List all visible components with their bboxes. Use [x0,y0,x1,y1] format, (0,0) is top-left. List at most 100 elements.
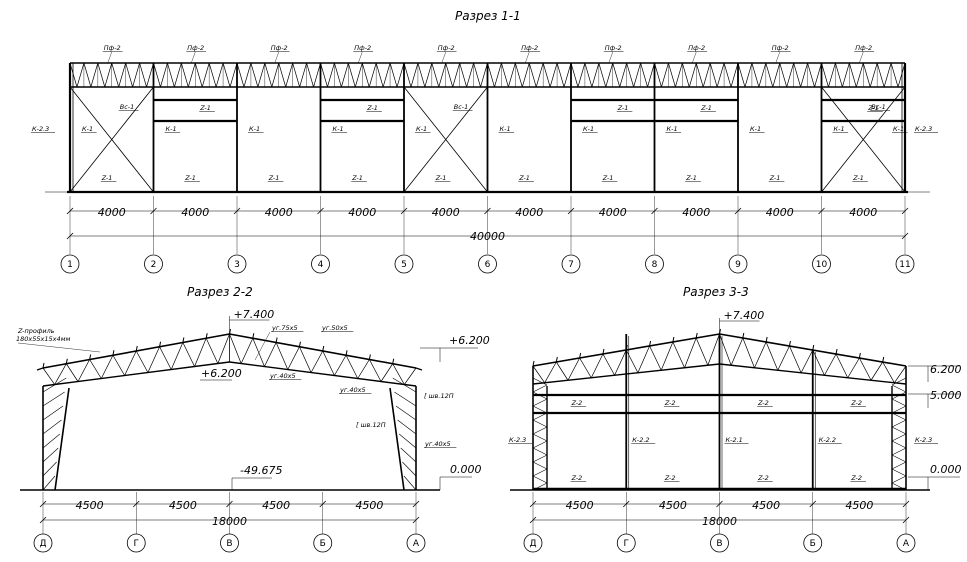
truss-web [633,62,641,88]
dim-tick [809,500,817,508]
truss-web [264,342,277,367]
purlin [42,362,45,369]
truss-web [322,350,335,376]
truss-web [313,62,321,88]
column-lacing [532,461,548,470]
truss-web [345,355,359,379]
axis-10: 10 [816,260,828,270]
leader [859,51,864,64]
truss-web [252,338,265,367]
truss-web [577,62,586,88]
truss-web [236,62,245,88]
truss-web [544,361,557,383]
truss-web [208,62,217,88]
truss-web [194,338,207,367]
column-lacing [891,426,907,435]
truss-web [640,62,648,88]
column-lacing [397,419,417,435]
roof-truss-label: Пф-2 [521,44,538,52]
column-lacing [532,419,548,428]
column-label: К-1 [166,125,177,133]
truss-web [174,62,182,88]
truss-web [514,62,523,88]
truss-web [625,349,639,373]
truss-web [76,62,85,88]
dim-tick [622,500,630,508]
truss-web [334,355,347,376]
dim-tick [734,207,742,215]
roof-truss-label: Пф-2 [438,44,455,52]
purlin [392,358,395,364]
axis-7: 7 [568,260,574,270]
truss-web [357,359,370,379]
column-lacing [891,384,907,393]
truss-web [821,62,829,88]
bay-dimension: 4500 [845,499,873,512]
purlin [275,337,278,343]
dim-tick [901,232,909,240]
truss-web [368,62,377,88]
truss-web [779,62,788,88]
column-lacing [891,419,907,428]
dim-tick [317,207,324,215]
truss-web [187,62,196,88]
truss-web [100,355,114,379]
truss-web [257,62,266,88]
truss-web [614,349,627,376]
truss-web [54,363,67,385]
eave-overhang [415,367,423,371]
dim-tick [233,207,241,215]
truss-web [438,62,447,88]
truss-web [452,62,461,88]
truss-web [320,62,328,88]
girt-label: Z-1 [268,174,280,182]
dim-tick [412,516,420,524]
truss-web [139,62,147,88]
column-inner [54,387,70,491]
truss-web [396,62,405,88]
leader [525,51,530,64]
purlin [765,336,768,343]
bottom-chord [42,361,230,387]
leader [775,51,780,64]
truss-web [719,333,732,366]
truss-web [69,62,78,88]
column-lacing [532,468,548,477]
purlin [159,341,162,347]
column-inner [389,387,405,491]
channel-label: [ шв.12П [424,392,454,400]
axis-8: 8 [652,260,658,270]
truss-web [695,62,704,88]
purlin [112,350,115,356]
end-column-label: К-2.3 [915,125,932,133]
dim-tick [484,207,491,215]
column-label: К-1 [893,125,904,133]
axis-А-bubble [406,533,426,553]
column-lacing [891,468,907,477]
truss-web [897,62,906,88]
purlin [345,350,348,356]
truss-web [789,345,802,373]
girt-label: Z-1 [700,104,712,112]
truss-web [835,62,843,88]
purlin [649,340,652,347]
axis-Д: Д [529,539,536,549]
truss-web [135,350,149,373]
truss-web [563,62,572,88]
channel-label: [ шв.12П [356,421,386,429]
girt-label: Z-1 [518,174,530,182]
column-lacing [532,433,548,442]
truss-web [681,62,690,88]
end-column-label: К-2.3 [509,436,526,444]
column-lacing [532,447,548,456]
truss-web [77,359,90,382]
truss-web [403,62,412,88]
girt-label: Z-2 [850,474,862,482]
ridge-level: +7.400 [724,309,765,322]
truss-web [890,62,899,88]
truss-web [859,357,872,381]
column-lacing [42,447,59,463]
truss-web [222,62,231,88]
roof-truss-label: Пф-2 [688,44,705,52]
